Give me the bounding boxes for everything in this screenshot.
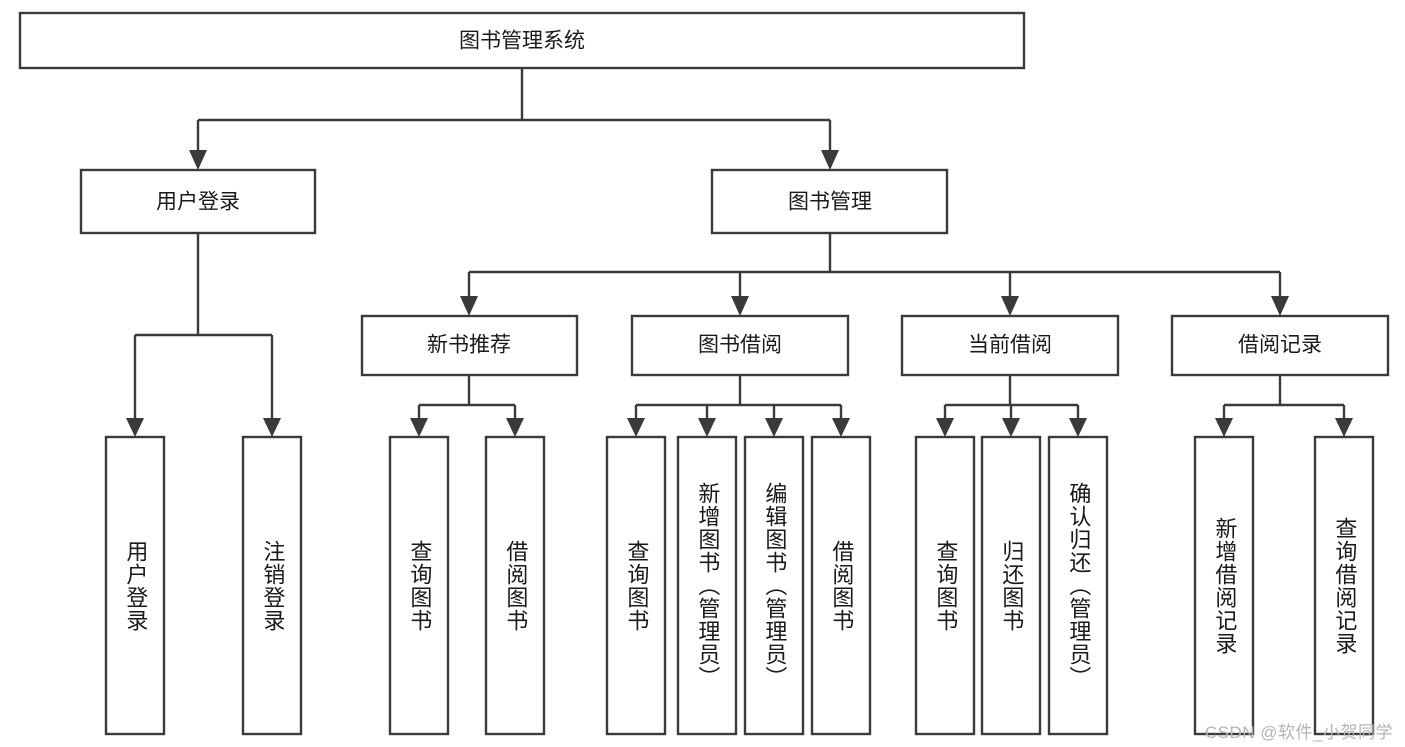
leaf-box-book-borrow-1[interactable] [605,435,667,736]
node-book-borrow[interactable]: 图书借阅 [630,314,850,377]
csdn-watermark: CSDN @软件_小贺同学 [1204,723,1393,742]
node-root-label: 图书管理系统 [459,30,585,53]
leaf-box-current-borrow-2[interactable] [980,435,1042,736]
arrowhead-cat-1 [460,296,478,316]
arrowhead-cat-3 [1001,296,1019,316]
arrowhead-leaf-currentborrow-1 [936,418,954,437]
arrowhead-leaf-currentborrow-2 [1002,418,1020,437]
node-user-login-box[interactable] [79,168,317,235]
arrowhead-leaf-bookborrow-2 [698,418,716,437]
leaf-boxes-group [104,435,1375,736]
arrowhead-leaf-newbook-2 [506,418,524,437]
connectors-group [126,68,1353,437]
arrowhead-leaf-currentborrow-3 [1069,418,1087,437]
leaf-box-new-book-1[interactable] [388,435,450,736]
leaf-box-book-borrow-2[interactable] [676,435,738,736]
arrowhead-leaf-user-login-2 [263,418,281,437]
node-current-borrow-box[interactable] [900,314,1120,377]
arrowhead-leaf-borrowrecord-1 [1215,418,1233,437]
arrowhead-leaf-bookborrow-1 [627,418,645,437]
leaf-box-current-borrow-3[interactable] [1047,435,1109,736]
arrowhead-leaf-bookborrow-4 [832,418,850,437]
node-book-manage-box[interactable] [710,168,949,235]
node-book-borrow-label: 图书借阅 [698,334,782,357]
arrowhead-book-manage [821,150,839,170]
leaf-box-borrow-record-2[interactable] [1313,435,1375,736]
node-user-login-label: 用户登录 [156,191,240,214]
node-current-borrow-label: 当前借阅 [968,334,1052,357]
arrowhead-leaf-bookborrow-3 [765,418,783,437]
node-current-borrow[interactable]: 当前借阅 [900,314,1120,377]
node-new-book-recommend-box[interactable] [360,314,579,377]
arrowhead-cat-4 [1271,296,1289,316]
leaf-box-current-borrow-1[interactable] [914,435,976,736]
arrowhead-cat-2 [731,296,749,316]
node-root[interactable]: 图书管理系统 [18,11,1026,70]
node-borrow-record-box[interactable] [1170,314,1390,377]
node-book-manage-label: 图书管理 [788,191,872,214]
leaf-box-borrow-record-1[interactable] [1193,435,1255,736]
arrowhead-leaf-newbook-1 [410,418,428,437]
node-borrow-record[interactable]: 借阅记录 [1170,314,1390,377]
node-new-book-recommend-label: 新书推荐 [427,334,511,357]
arrowhead-user-login [189,150,207,170]
leaf-box-new-book-2[interactable] [484,435,546,736]
leaf-box-user-login-2[interactable] [241,435,303,736]
leaf-box-book-borrow-3[interactable] [743,435,805,736]
leaf-box-user-login-1[interactable] [104,435,166,736]
arrowhead-leaf-user-login-1 [126,418,144,437]
node-user-login[interactable]: 用户登录 [79,168,317,235]
node-new-book-recommend[interactable]: 新书推荐 [360,314,579,377]
arrowhead-leaf-borrowrecord-2 [1335,418,1353,437]
node-borrow-record-label: 借阅记录 [1238,334,1322,357]
node-root-box[interactable] [18,11,1026,70]
node-book-manage[interactable]: 图书管理 [710,168,949,235]
leaf-box-book-borrow-4[interactable] [810,435,872,736]
node-book-borrow-box[interactable] [630,314,850,377]
